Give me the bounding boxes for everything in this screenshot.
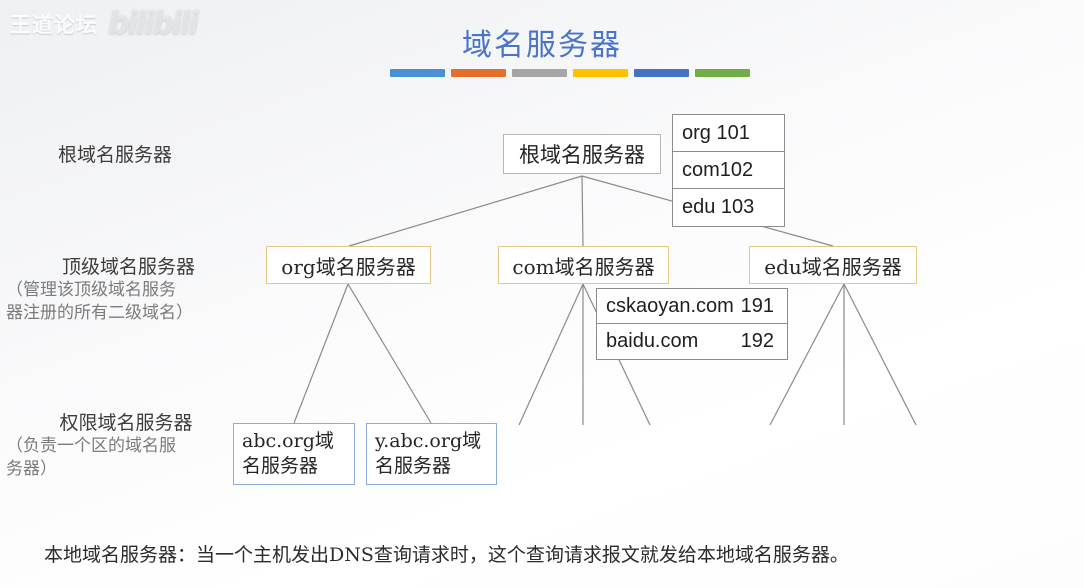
line-edu-child-3 [843,283,917,426]
com-record-table: cskaoyan.com 191 baidu.com 192 [596,288,788,360]
title-bar-blue [390,69,445,77]
tier-label-tld: 顶级域名服务器 （管理该顶级域名服务 器注册的所有二级域名） [6,252,251,326]
record-name: cskaoyan.com [606,294,734,317]
bilibili-logo-icon: bilibili [108,5,199,42]
title-decoration-bars [390,69,750,77]
record-value: 191 [740,294,774,317]
title-bar-yellow [573,69,628,77]
line-root-to-org [348,175,583,247]
table-row: baidu.com 192 [597,324,787,359]
table-row: edu 103 [673,189,784,226]
title-bar-green [695,69,750,77]
tier-label-tld-heading: 顶级域名服务器 [61,256,195,278]
tier-label-root-heading: 根域名服务器 [58,144,173,166]
title-bar-gray [512,69,567,77]
table-row: cskaoyan.com 191 [597,289,787,324]
node-abc-org-dns-server[interactable]: abc.org域 名服务器 [233,423,355,485]
node-edu-dns-server[interactable]: edu域名服务器 [749,246,917,284]
table-row: org 101 [673,115,784,152]
root-record-table: org 101 com102 edu 103 [672,114,785,227]
node-org-dns-server[interactable]: org域名服务器 [266,246,431,284]
tier-label-authority-heading: 权限域名服务器 [59,412,193,434]
table-row: com102 [673,152,784,189]
record-name: com102 [682,158,754,181]
record-name: baidu.com [606,330,699,352]
record-name: edu 103 [682,196,755,218]
watermark: 王道论坛 bilibili [10,5,199,42]
node-com-dns-server[interactable]: com域名服务器 [498,246,669,284]
line-root-to-com [581,175,584,247]
record-name: org 101 [682,121,750,144]
title-bar-darkblue [634,69,689,77]
node-y-abc-org-dns-server[interactable]: y.abc.org域 名服务器 [366,423,497,485]
node-root-dns-server[interactable]: 根域名服务器 [503,134,661,174]
footer-note: 本地域名服务器：当一个主机发出DNS查询请求时，这个查询请求报文就发给本地域名服… [44,544,849,566]
record-value: 192 [740,330,774,352]
line-org-to-abc [293,283,349,424]
tier-label-root: 根域名服务器 [58,140,172,167]
tier-label-authority-note: （负责一个区的域名服 务器） [6,436,176,480]
title-bar-orange [451,69,506,77]
line-org-to-yabc [347,283,432,424]
tier-label-authority: 权限域名服务器 （负责一个区的域名服 务器） [6,408,246,482]
line-com-child-1 [518,283,584,426]
watermark-site-text: 王道论坛 [10,12,98,37]
tier-label-tld-note: （管理该顶级域名服务 器注册的所有二级域名） [6,280,193,324]
page-title: 域名服务器 [462,28,622,63]
